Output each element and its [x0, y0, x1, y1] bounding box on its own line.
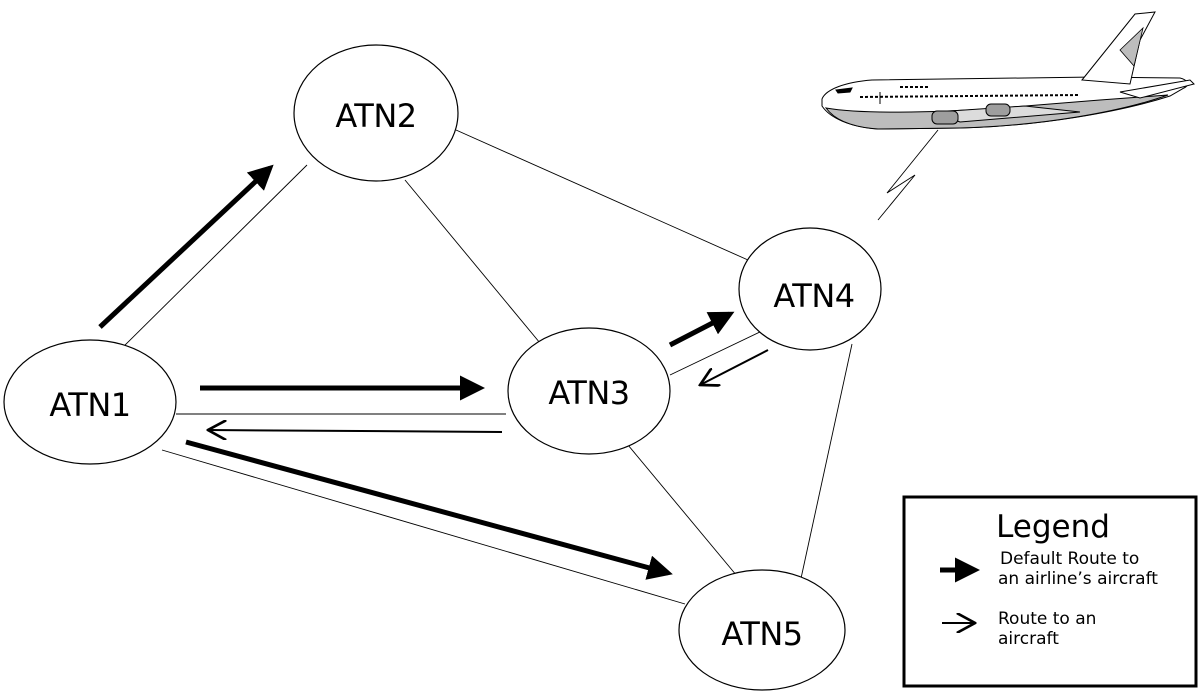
node-atn5-label: ATN5 [721, 615, 802, 653]
node-atn2-ellipse [293, 44, 459, 182]
link-atn1-atn5 [161, 449, 686, 605]
route-arrow-atn4-atn3 [700, 349, 769, 385]
aircraft-engine-1 [931, 110, 959, 125]
aircraft-tail-stripe [1119, 26, 1144, 67]
link-atn1-atn2 [119, 164, 308, 351]
node-atn1: ATN1 [3, 339, 177, 465]
legend-route-line1: Route to an [998, 609, 1096, 629]
aircraft-window-line [859, 94, 1081, 98]
default-route-arrow-atn3-atn4 [668, 311, 735, 348]
default-route-arrow-atn1-atn5 [185, 439, 673, 580]
aircraft-cockpit [835, 87, 853, 94]
legend: Legend Default Route to an airline’s air… [902, 495, 1198, 688]
node-atn4-ellipse [738, 227, 882, 351]
legend-box [902, 495, 1198, 688]
aircraft-tail-fin [1081, 11, 1156, 85]
node-atn4: ATN4 [738, 227, 882, 351]
link-atn2-atn3 [404, 179, 541, 344]
legend-route-line2: aircraft [998, 629, 1059, 649]
legend-title: Legend [996, 509, 1110, 545]
route-arrows [98, 164, 769, 580]
default-route-arrow-atn1-atn2 [98, 164, 274, 329]
radio-link-atn4-aircraft [877, 129, 939, 221]
link-atn4-atn5 [799, 343, 853, 584]
network-links [119, 129, 939, 605]
node-atn4-label: ATN4 [773, 277, 854, 315]
link-atn2-atn4 [455, 129, 749, 261]
node-atn1-ellipse [3, 339, 177, 465]
link-atn3-atn4 [669, 329, 765, 376]
node-atn3-label: ATN3 [548, 374, 629, 412]
link-atn3-atn5 [627, 444, 743, 583]
node-atn2: ATN2 [293, 44, 459, 182]
aircraft-engine-2 [985, 103, 1011, 117]
node-atn1-label: ATN1 [49, 386, 130, 424]
node-atn3-ellipse [507, 327, 671, 455]
aircraft-illustration [821, 11, 1195, 130]
node-atn5-ellipse [678, 569, 846, 691]
node-atn3: ATN3 [507, 327, 671, 455]
node-atn5: ATN5 [678, 569, 846, 691]
route-arrow-atn3-atn1 [208, 430, 503, 432]
legend-default-route-line1: Default Route to [1000, 549, 1139, 569]
legend-default-route-line2: an airline’s aircraft [998, 569, 1158, 589]
node-atn2-label: ATN2 [335, 97, 416, 135]
aircraft-stabilizer [1119, 79, 1195, 99]
